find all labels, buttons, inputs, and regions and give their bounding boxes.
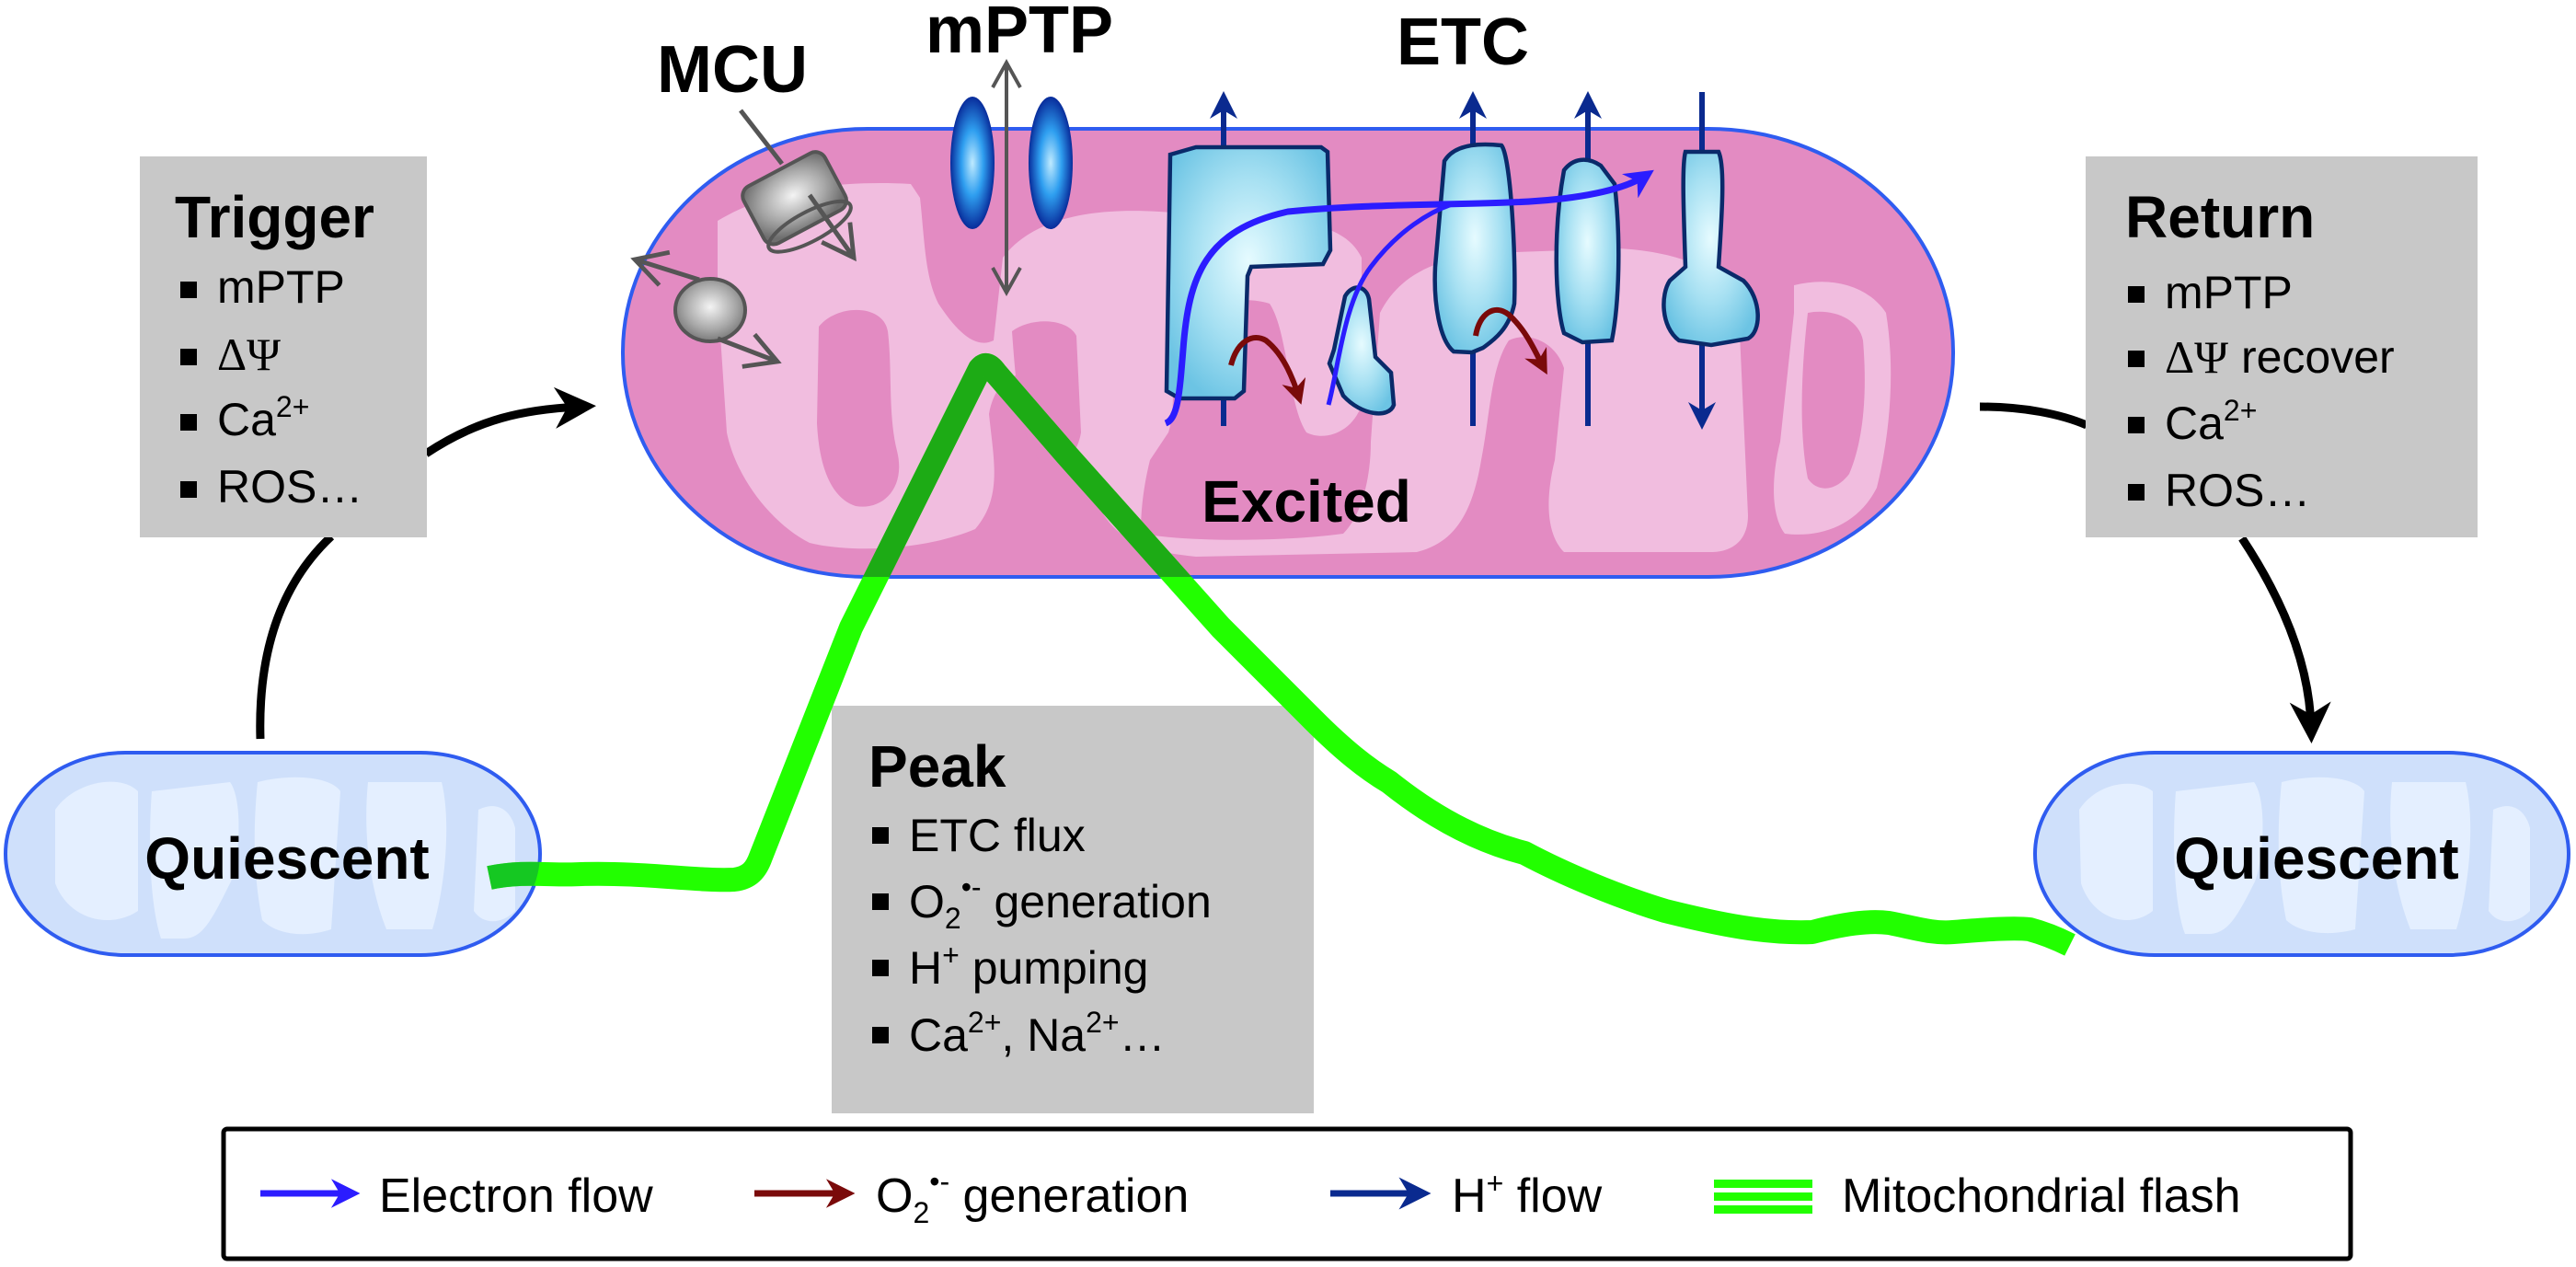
trigger-item-calcium: Ca2+ — [217, 390, 309, 445]
mitochondrial-flash-trace — [487, 352, 2076, 956]
legend-item-h-flow: H+ flow — [1330, 1167, 1603, 1223]
peak-na-sup: 2+ — [1086, 1006, 1119, 1039]
peak-box: Peak ETC flux O2•- generation H+ pumping… — [832, 706, 1314, 1113]
quiescent-mitochondrion-left: Quiescent — [4, 751, 542, 957]
return-item-delta-psi: ΔΨ recover — [2165, 331, 2395, 383]
trigger-box: Trigger mPTP ΔΨ Ca2+ ROS… — [140, 156, 427, 537]
state-label-quiescent-right: Quiescent — [2174, 825, 2458, 892]
trigger-item-ca-sup: 2+ — [276, 390, 309, 423]
return-title: Return — [2125, 184, 2315, 250]
label-mcu: MCU — [657, 33, 808, 107]
peak-o: O — [909, 876, 945, 927]
trigger-item-delta-psi: ΔΨ — [217, 328, 281, 380]
excited-mitochondrion: Excited — [621, 58, 1955, 579]
legend-item-electron-flow: Electron flow — [260, 1169, 653, 1223]
transporter-sphere — [630, 249, 782, 369]
bullet — [2128, 484, 2145, 501]
legend-item-mitochondrial-flash: Mitochondrial flash — [1714, 1169, 2241, 1223]
legend-o2-sub: 2 — [913, 1196, 929, 1229]
legend-h-main: H — [1452, 1169, 1487, 1223]
peak-h-after: pumping — [960, 942, 1149, 994]
label-mptp: mPTP — [926, 0, 1113, 67]
mptp-pore — [950, 58, 1073, 297]
bullet — [180, 282, 197, 298]
legend-electron-label: Electron flow — [379, 1169, 653, 1223]
complex-v — [1662, 149, 1760, 348]
trigger-title: Trigger — [175, 184, 374, 250]
legend-o2-after: generation — [949, 1169, 1189, 1223]
return-item-ros: ROS… — [2165, 465, 2310, 516]
return-item-mptp: mPTP — [2165, 267, 2293, 318]
bullet — [872, 827, 889, 844]
legend-o2-sup: •- — [929, 1165, 949, 1198]
state-label-quiescent-left: Quiescent — [144, 825, 429, 892]
peak-na: , Na — [1001, 1009, 1086, 1061]
trigger-item-mptp: mPTP — [217, 261, 345, 313]
legend-o2-label: O2•- generation — [876, 1165, 1189, 1229]
peak-ca: Ca — [909, 1009, 968, 1061]
peak-ca-sup: 2+ — [968, 1006, 1001, 1039]
bullet — [872, 1027, 889, 1043]
cycle-arrows — [256, 402, 2311, 740]
legend-h-label: H+ flow — [1452, 1167, 1603, 1223]
label-etc: ETC — [1397, 6, 1529, 79]
mcu-channel — [739, 109, 857, 262]
peak-o-sup: •- — [961, 870, 982, 904]
legend: Electron flow O2•- generation H+ flow Mi… — [221, 1126, 2353, 1261]
electron-flow-arrows — [1164, 169, 1654, 427]
peak-item-ions: Ca2+, Na2+… — [909, 1006, 1166, 1061]
state-label-excited: Excited — [1202, 468, 1411, 535]
peak-item-superoxide: O2•- generation — [909, 870, 1212, 935]
bullet — [872, 893, 889, 910]
peak-o-after: generation — [982, 876, 1212, 927]
complex-iii — [1432, 142, 1517, 355]
peak-h: H — [909, 942, 942, 994]
trigger-to-excited-arrow — [256, 407, 580, 740]
peak-ellipsis: … — [1120, 1009, 1166, 1061]
return-item-calcium: Ca2+ — [2165, 394, 2257, 449]
bullet — [2128, 351, 2145, 367]
return-item-delta-psi-symbol: ΔΨ — [2165, 331, 2228, 383]
trigger-item-ros: ROS… — [217, 461, 362, 513]
bullet — [872, 960, 889, 976]
bullet — [2128, 417, 2145, 433]
legend-h-sup: + — [1487, 1167, 1504, 1200]
complex-iv — [1554, 157, 1621, 345]
peak-title: Peak — [868, 733, 1006, 800]
peak-item-h-pumping: H+ pumping — [909, 939, 1149, 994]
return-item-ca: Ca — [2165, 397, 2224, 449]
return-item-ca-sup: 2+ — [2224, 394, 2257, 427]
trigger-item-ca: Ca — [217, 394, 276, 445]
quiescent-mitochondrion-right: Quiescent — [2033, 751, 2570, 957]
bullet — [180, 481, 197, 498]
peak-o-sub: 2 — [945, 902, 961, 935]
legend-flash-line-icon — [1714, 1180, 1812, 1214]
legend-flash-label: Mitochondrial flash — [1842, 1169, 2241, 1223]
peak-h-sup: + — [942, 939, 960, 972]
o2-generation-arrows — [1228, 307, 1547, 405]
legend-h-after: flow — [1503, 1169, 1602, 1223]
return-item-delta-psi-text: recover — [2228, 331, 2395, 383]
excited-to-return-arrow — [1979, 402, 2311, 727]
return-box: Return mPTP ΔΨ recover Ca2+ ROS… — [2086, 156, 2478, 537]
legend-item-o2-generation: O2•- generation — [754, 1165, 1189, 1229]
bullet — [2128, 286, 2145, 303]
peak-item-etc-flux: ETC flux — [909, 810, 1086, 861]
legend-o2-main: O — [876, 1169, 913, 1223]
bullet — [180, 414, 197, 431]
bullet — [180, 349, 197, 365]
